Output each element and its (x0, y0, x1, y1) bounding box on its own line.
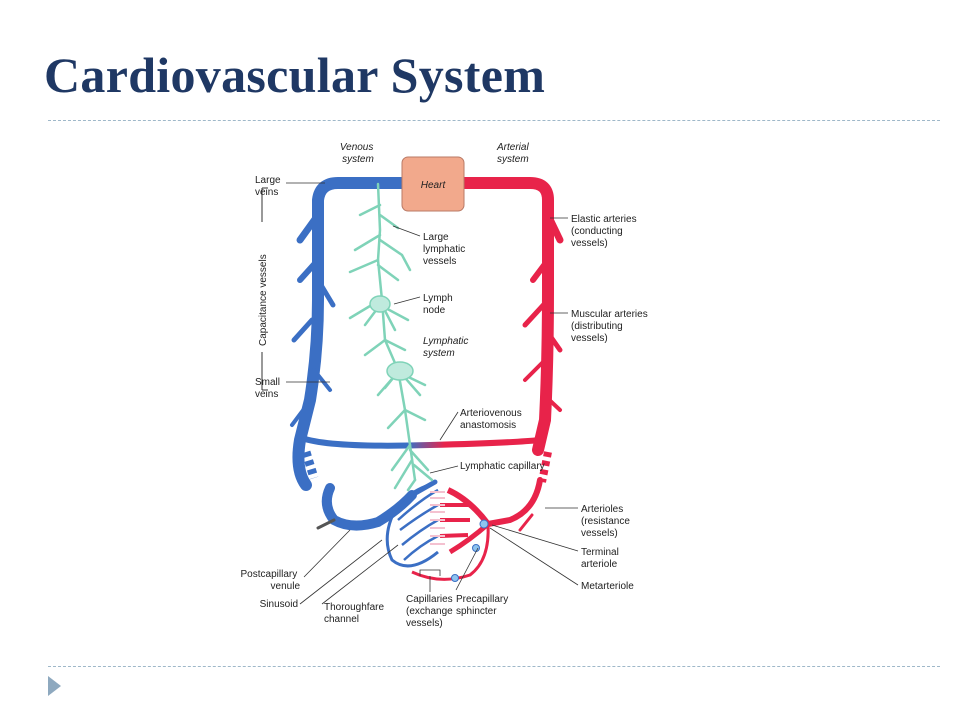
venous-tree (290, 177, 438, 531)
large-veins-line: Large (255, 175, 281, 186)
lymph-node-upper (369, 295, 391, 313)
top-divider (48, 120, 940, 121)
capillaries-line: vessels) (406, 618, 443, 629)
leader-lines (286, 182, 579, 605)
venous-system-line: Venous (340, 142, 374, 153)
terminal-arteriole-label: Terminal arteriole (581, 547, 622, 570)
venous-system-header: Venous system (340, 142, 376, 165)
venous-system-line: system (342, 154, 374, 165)
large-veins-line: veins (255, 187, 278, 198)
arterial-system-line: system (497, 154, 529, 165)
capillaries-line: (exchange (406, 606, 453, 617)
thoroughfare-channel-line: Thoroughfare (324, 602, 384, 613)
muscular-arteries-line: (distributing (571, 321, 623, 332)
sinusoid-line: Sinusoid (260, 599, 298, 610)
lymph-node-line: Lymph (423, 293, 453, 304)
capacitance-label-bg (257, 222, 267, 352)
thoroughfare-channel-line: channel (324, 614, 359, 625)
lymphatic-system-line: Lymphatic (423, 336, 468, 347)
large-lymphatic-line: lymphatic (423, 244, 465, 255)
large-lymphatic-line: Large (423, 232, 449, 243)
lymph-node-line: node (423, 305, 446, 316)
terminal-arteriole-line: Terminal (581, 547, 619, 558)
arteriovenous-anastomosis-label: Arteriovenous anastomosis (460, 408, 524, 431)
arterioles-line: (resistance (581, 516, 630, 527)
small-veins-line: veins (255, 389, 278, 400)
bottom-divider (48, 666, 940, 667)
heart (401, 156, 465, 212)
elastic-arteries-line: vessels) (571, 238, 608, 249)
small-veins-label: Small veins (255, 377, 283, 400)
venous-dashed-segment (301, 450, 319, 480)
muscular-arteries-line: vessels) (571, 333, 608, 344)
lymph-node-label: Lymph node (423, 293, 455, 316)
capillaries-line: Capillaries (406, 594, 453, 605)
elastic-arteries-label: Elastic arteries (conducting vessels) (571, 214, 639, 249)
metarteriole-label: Metarteriole (581, 581, 634, 592)
large-lymphatic-vessels-label: Large lymphatic vessels (423, 232, 468, 267)
elastic-arteries-line: (conducting (571, 226, 623, 237)
thoroughfare-channel-label: Thoroughfare channel (324, 602, 387, 625)
arteriovenous-line: anastomosis (460, 420, 516, 431)
arteriovenous-line: Arteriovenous (460, 408, 522, 419)
arterial-system-header: Arterial system (496, 142, 531, 165)
small-veins-line: Small (255, 377, 280, 388)
lymphatic-tree (348, 182, 434, 492)
precapillary-sphincters (451, 519, 489, 582)
precapillary-line: sphincter (456, 606, 497, 617)
postcapillary-venule-line: venule (271, 581, 301, 592)
arterial-system-line: Arterial (496, 142, 529, 153)
lymph-node-lower (386, 361, 414, 381)
elastic-arteries-line: Elastic arteries (571, 214, 637, 225)
large-lymphatic-line: vessels (423, 256, 456, 267)
muscular-arteries-line: Muscular arteries (571, 309, 648, 320)
muscular-arteries-label: Muscular arteries (distributing vessels) (571, 309, 650, 344)
lymphatic-system-line: system (423, 348, 455, 359)
postcapillary-venule-line: Postcapillary (241, 569, 298, 580)
arterioles-line: vessels) (581, 528, 618, 539)
precapillary-line: Precapillary (456, 594, 508, 605)
lymphatic-capillary-label: Lymphatic capillary (460, 461, 545, 472)
precapillary-sphincter-label: Precapillary sphincter (456, 594, 511, 617)
terminal-arteriole-line: arteriole (581, 559, 618, 570)
arterial-tree (457, 177, 564, 532)
metarteriole-line: Metarteriole (581, 581, 634, 592)
capillary-bed (385, 482, 491, 581)
lymphatic-capillary-line: Lymphatic capillary (460, 461, 545, 472)
next-slide-arrow-icon[interactable] (48, 676, 61, 696)
arterioles-line: Arterioles (581, 504, 623, 515)
slide-title: Cardiovascular System (44, 47, 546, 103)
sinusoid-label: Sinusoid (260, 599, 298, 610)
capillaries-label: Capillaries (exchange vessels) (406, 594, 455, 629)
large-veins-label: Large veins (255, 175, 283, 198)
arteriovenous-bridge (300, 435, 541, 449)
capacitance-vessels-label: Capacitance vessels (258, 254, 269, 346)
postcapillary-venule-label: Postcapillary venule (241, 569, 301, 592)
heart-label: Heart (421, 180, 447, 191)
lymphatic-system-label: Lymphatic system (423, 336, 471, 359)
arterioles-label: Arterioles (resistance vessels) (581, 504, 633, 539)
